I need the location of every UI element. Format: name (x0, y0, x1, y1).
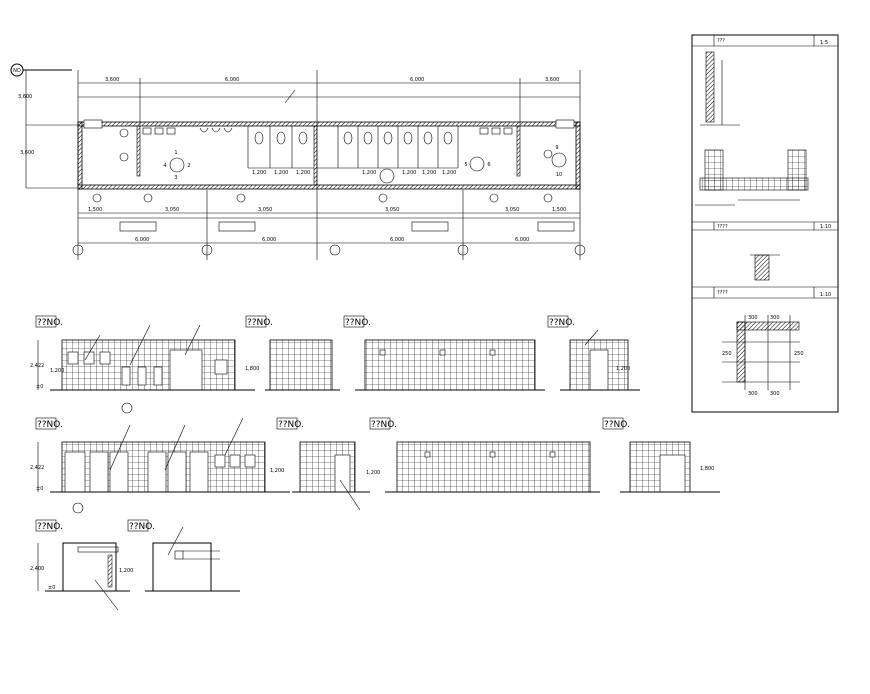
elevation-wall (364, 339, 536, 391)
stall-dim: 1,200 (274, 170, 288, 176)
sub-dim: 3,050 (258, 207, 272, 213)
dim-bottom: 6,000 (515, 237, 529, 243)
elevation-wall (61, 339, 236, 391)
axis-label: 9 (555, 145, 558, 151)
sub-dim: 3,050 (165, 207, 179, 213)
axis-label: 4 (163, 163, 166, 169)
detail-title: ???? (717, 290, 728, 296)
elevation-height: 2,422 (30, 363, 44, 369)
elevation-title: ??NO. (345, 318, 371, 328)
elevation-titles: ??NO. ??NO. ??NO. ??NO. ??NO. ??NO. ??NO… (35, 315, 630, 532)
stall-dim: 1,200 (362, 170, 376, 176)
detail-title: ???? (717, 224, 728, 230)
detail-dim: 250 (722, 351, 732, 357)
stall-dim: 1,200 (296, 170, 310, 176)
elevation-mark: 1,800 (700, 466, 714, 472)
detail-title: ??? (717, 38, 725, 44)
elevation-title: ??NO. (37, 522, 63, 532)
axis-label: 2 (187, 163, 190, 169)
toilet-stalls (247, 126, 459, 184)
axis-label: 1 (174, 150, 177, 156)
elevation-wall (396, 441, 591, 493)
elevation-title: ??NO. (37, 420, 63, 430)
sub-dim: 1,500 (552, 207, 566, 213)
dim-bottom: 6,000 (390, 237, 404, 243)
elevation-title: ??NO. (247, 318, 273, 328)
elevation-mark: 1,200 (366, 470, 380, 476)
dim-top: 3,600 (105, 77, 119, 83)
elevation-title: ??NO. (604, 420, 630, 430)
dim-bottom: 6,000 (135, 237, 149, 243)
elevation-mark: 1,200 (616, 366, 630, 372)
detail-dim: 300 (748, 315, 758, 321)
elevation-wall (269, 339, 333, 391)
floor-level: ±0 (36, 486, 43, 492)
elevation-mark: 1,200 (270, 468, 284, 474)
elevation-mark: 1,200 (119, 568, 133, 574)
detail-scale: 1:5 (820, 40, 828, 46)
dim-left-bottom: 3,600 (20, 150, 34, 156)
elevation-height: 2,422 (30, 465, 44, 471)
floor-plan: NO 3,600 3,600 3,600 6,000 6,000 3,600 (10, 63, 586, 260)
elevation-height: 2,400 (30, 566, 44, 572)
dim-top: 6,000 (410, 77, 424, 83)
detail-panel: ??? ???? ???? 1:5 1:10 1:10 300 300 300 … (691, 34, 839, 413)
elevation-title: ??NO. (129, 522, 155, 532)
axis-label: 3 (174, 175, 177, 181)
elevation-title: ??NO. (371, 420, 397, 430)
stall-dim: 1,200 (402, 170, 416, 176)
elevations: ??NO. ??NO. ??NO. ??NO. ??NO. ??NO. ??NO… (30, 315, 720, 611)
detail-dim: 300 (770, 391, 780, 397)
floor-level: ±0 (36, 384, 43, 390)
elevation-title: ??NO. (278, 420, 304, 430)
grid-bubble-label: NO (13, 68, 21, 74)
elevation-title: ??NO. (37, 318, 63, 328)
sub-dim: 3,050 (505, 207, 519, 213)
axis-label: 5 (464, 162, 467, 168)
grid-bubbles-bottom (72, 244, 586, 256)
dim-left-top: 3,600 (18, 94, 32, 100)
detail-dim: 300 (770, 315, 780, 321)
elevation-mark: 1,800 (245, 366, 259, 372)
axis-label: 6 (487, 162, 490, 168)
stall-dim: 1,200 (442, 170, 456, 176)
stall-dim: 1,200 (252, 170, 266, 176)
floor-level: ±0 (48, 585, 55, 591)
detail-dim: 250 (794, 351, 804, 357)
dim-top: 3,600 (545, 77, 559, 83)
axis-label: 10 (556, 172, 562, 178)
elevation-title: ??NO. (549, 318, 575, 328)
dim-bottom: 6,000 (262, 237, 276, 243)
sub-dim: 3,050 (385, 207, 399, 213)
elevation-wall (152, 542, 212, 592)
stall-dim: 1,200 (422, 170, 436, 176)
dim-top: 6,000 (225, 77, 239, 83)
sink-row-left (142, 127, 513, 135)
detail-scale: 1:10 (820, 292, 831, 298)
detail-dim: 300 (748, 391, 758, 397)
sub-dim: 1,500 (88, 207, 102, 213)
detail-scale: 1:10 (820, 224, 831, 230)
elevation-mark: 1,200 (50, 368, 64, 374)
